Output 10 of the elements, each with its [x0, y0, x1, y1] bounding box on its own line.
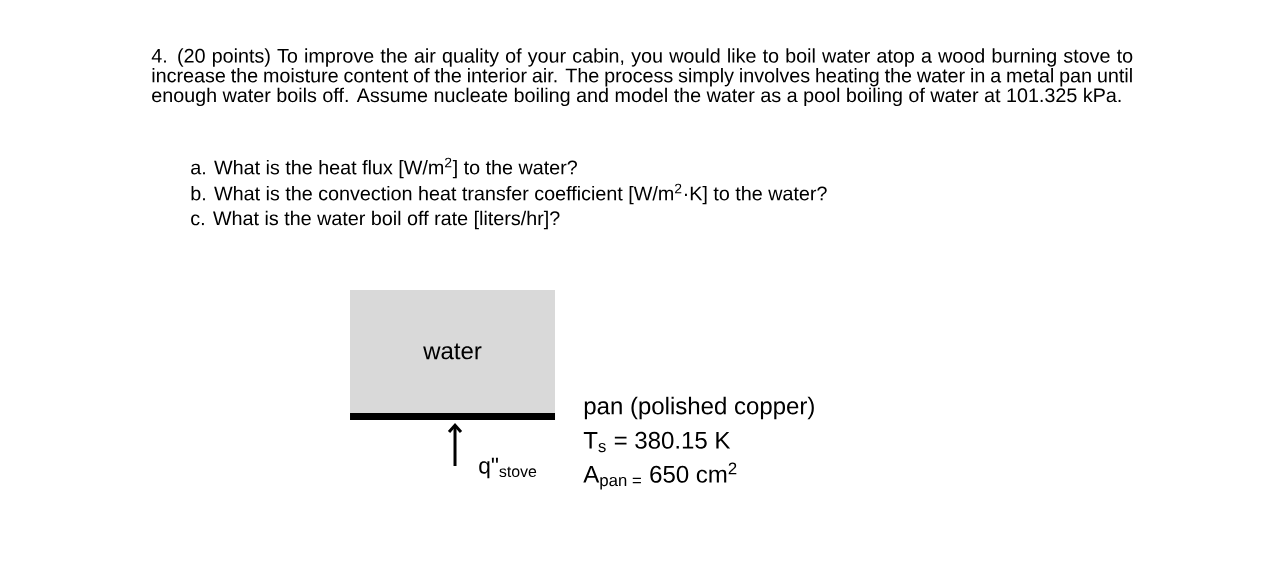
question-text: 4. (20 points) To improve the air quality of your cabin, you would like to boil water atop a wood burning stove to increase the moisture content of the interior air. The process simply involves heating the water in a metal pan until enough water boils off. Assume nucleate boiling and model the water as a pool boiling of water at 101.325 kPa. — [151, 48, 1133, 107]
pan-property-text: A$_{pan =}$ 650 cm$^{2}$ — [583, 462, 737, 490]
pan-property-text: T$_{s}$ = 380.15 K — [583, 431, 731, 453]
heat-flux-label: q"$_{stove}$ — [479, 457, 537, 479]
sub-question: a. What is the heat flux [W/m$^{2}$] to the water? — [191, 157, 577, 179]
pan-property-text: pan (polished copper) — [584, 396, 814, 420]
sub-question: b. What is the convection heat transfer coefficient [W/m$^{2}$·K] to the water? — [191, 183, 827, 205]
water-box: water — [350, 290, 555, 413]
sub-question: c. What is the water boil off rate [liters/hr]? — [191, 210, 560, 230]
pan-bar — [350, 413, 555, 420]
